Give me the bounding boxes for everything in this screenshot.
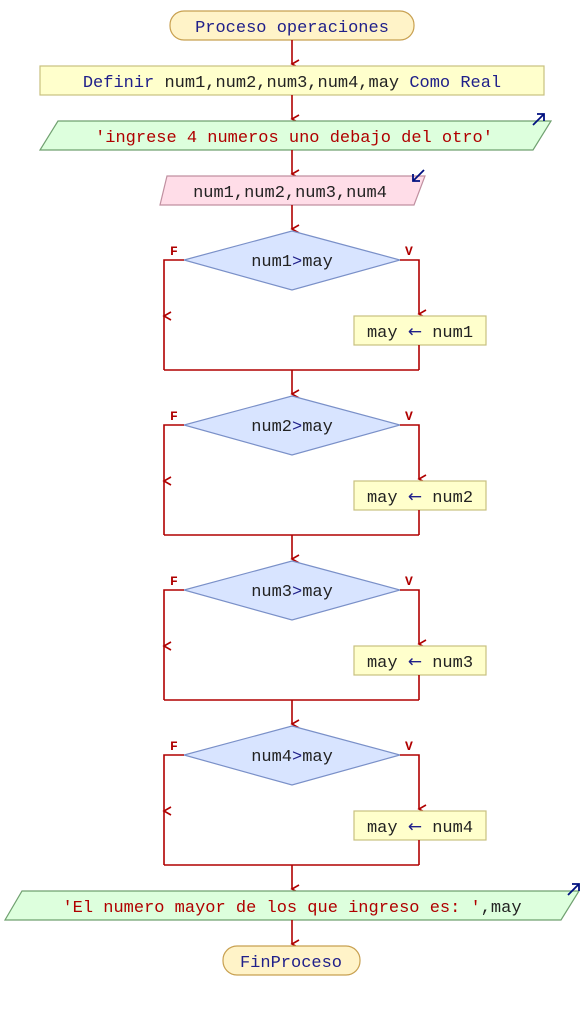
assign-statement: may ← num1 [367, 322, 473, 343]
input-block [159, 175, 426, 206]
assign-block [353, 480, 487, 511]
decision-group-2: num2>may F V may ← num2 [162, 395, 487, 536]
assign-statement: may ← num2 [367, 487, 473, 508]
input-arrow-icon [412, 169, 425, 182]
decision-group-3: num3>may F V may ← num3 [162, 560, 487, 701]
decision-diamond [181, 230, 403, 291]
start-terminal-label: Proceso operaciones [195, 19, 389, 38]
input-text: num1,num2,num3,num4 [193, 184, 387, 203]
decision-diamond [181, 725, 403, 786]
true-label: V [405, 739, 413, 754]
true-branch-line [400, 424, 427, 484]
false-branch-line [162, 754, 184, 816]
define-vars: num1,num2,num3,num4,may [164, 74, 399, 93]
result-output-block [3, 890, 581, 921]
false-branch-line [162, 259, 184, 321]
decision-condition: num4>may [251, 748, 333, 767]
decision-condition: num2>may [251, 418, 333, 437]
decision-diamond [181, 560, 403, 621]
define-type-keyword: Como Real [409, 74, 501, 93]
assign-block [353, 810, 487, 841]
assign-statement: may ← num4 [367, 817, 473, 838]
true-label: V [405, 409, 413, 424]
decision-diamond [181, 395, 403, 456]
output-arrow-icon [567, 883, 580, 896]
decision-condition: num3>may [251, 583, 333, 602]
true-branch-line [400, 259, 427, 319]
decision-condition: num1>may [251, 253, 333, 272]
prompt-output-text: 'ingrese 4 numeros uno debajo del otro' [95, 129, 493, 148]
end-terminal-label: FinProceso [240, 954, 342, 973]
end-terminal [222, 945, 361, 976]
true-branch-line [400, 754, 427, 814]
false-branch-line [162, 589, 184, 651]
assign-block [353, 315, 487, 346]
assign-block [353, 645, 487, 676]
false-branch-line [162, 424, 184, 486]
decision-group-1: num1>may F V may ← num1 [162, 230, 487, 371]
prompt-output-block [38, 120, 553, 151]
false-label: F [170, 739, 178, 754]
define-block [39, 65, 545, 96]
false-label: F [170, 244, 178, 259]
decision-group-4: num4>may F V may ← num4 [162, 725, 487, 866]
false-label: F [170, 409, 178, 424]
true-branch-line [400, 589, 427, 649]
assign-statement: may ← num3 [367, 652, 473, 673]
false-label: F [170, 574, 178, 589]
true-label: V [405, 574, 413, 589]
output-arrow-icon [532, 113, 545, 126]
define-statement: Definir num1,num2,num3,num4,may Como Rea… [83, 74, 501, 93]
define-keyword: Definir [83, 74, 154, 93]
result-output-text: 'El numero mayor de los que ingreso es: … [62, 899, 521, 918]
true-label: V [405, 244, 413, 259]
